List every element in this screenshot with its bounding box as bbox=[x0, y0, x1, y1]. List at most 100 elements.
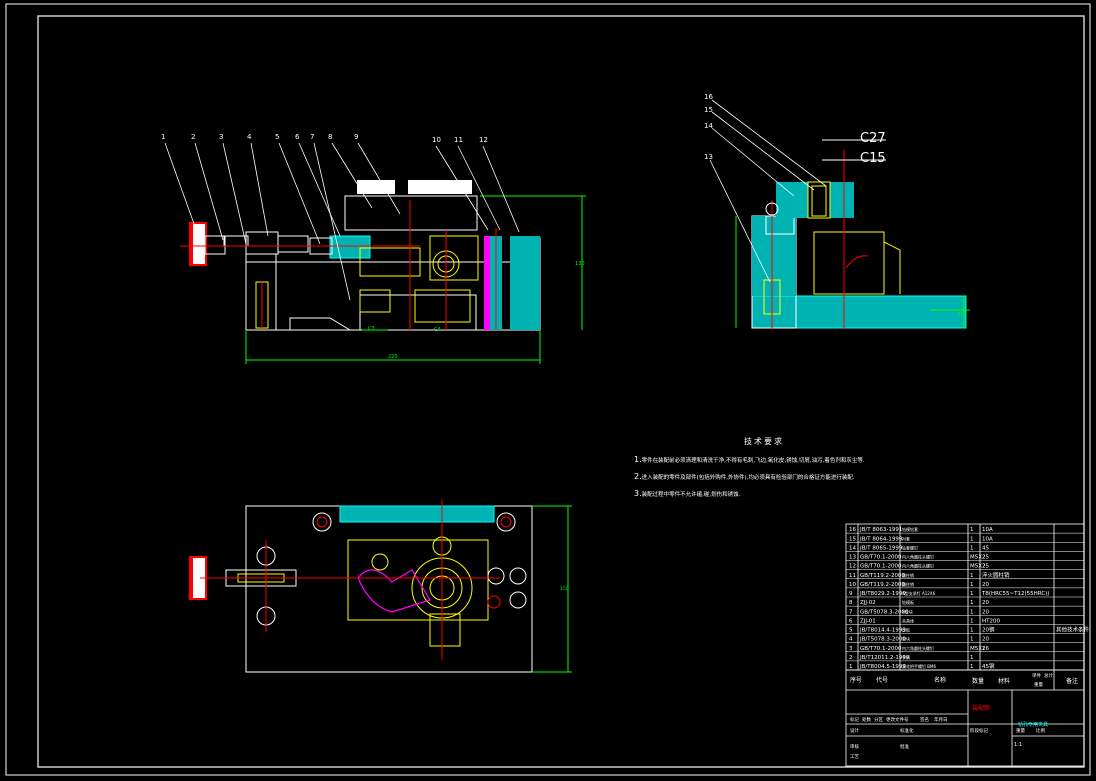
bom-cell-code: GB/T70.1-2000 bbox=[860, 564, 902, 570]
bom-cell-code: JB/T 8065-1999 bbox=[859, 545, 903, 551]
tb-label-7: 标准化 bbox=[900, 727, 914, 734]
bom-cell-name: 夹具体 bbox=[902, 617, 914, 623]
side-dim-right: 25 bbox=[958, 312, 964, 318]
tb-label-4: 签名 bbox=[920, 716, 929, 723]
bom-cell-code: GB/T70.1-2000 bbox=[860, 646, 902, 652]
bom-cell-name: 钻模板 bbox=[902, 599, 914, 605]
tech-requirements-title: 技术要求 bbox=[744, 437, 784, 446]
bom-cell-mat: 20 bbox=[982, 600, 989, 606]
bom-cell-name: 钻模钻套 bbox=[902, 526, 918, 532]
tb-label-2: 分区 bbox=[874, 716, 883, 723]
bom-header-code: 代号 bbox=[876, 676, 888, 684]
bom-cell-no: 6 bbox=[849, 618, 853, 624]
bom-cell-name: 滚花把手螺钉 BM6 bbox=[902, 663, 936, 669]
tb-label-9: 重量 bbox=[1016, 727, 1025, 734]
tech-requirement-3: 3.装配过程中零件不允许磕,碰,划伤和锈蚀. bbox=[634, 489, 934, 498]
bom-cell-no: 14 bbox=[849, 545, 856, 551]
leader-2: 2 bbox=[191, 133, 195, 141]
inner-frame bbox=[37, 15, 1085, 768]
company-name: 钻孔专用夹具 bbox=[1018, 721, 1048, 728]
bom-cell-qty: 1 bbox=[970, 637, 974, 643]
bom-cell-name: A型支承钉 A12X6 bbox=[902, 590, 936, 596]
tb-label-10: 比例 bbox=[1036, 727, 1045, 734]
tb-label-5: 年月日 bbox=[934, 716, 948, 723]
tech-req-num-1: 1. bbox=[634, 455, 642, 464]
leader-7: 7 bbox=[310, 133, 314, 141]
bom-cell-name: 压板 bbox=[902, 627, 910, 633]
scale-value: 1:1 bbox=[1014, 742, 1022, 748]
bom-cell-name: 内六角圆柱头螺钉 bbox=[902, 563, 934, 569]
front-dim-height: 130 bbox=[575, 261, 585, 267]
bom-cell-no: 9 bbox=[849, 591, 853, 597]
bom-cell-mat: 2 bbox=[982, 555, 986, 561]
bom-cell-mat: 2 bbox=[982, 646, 986, 652]
leader-4: 4 bbox=[247, 133, 252, 141]
bom-cell-note: 其他技术条件 bbox=[1056, 626, 1090, 634]
bom-cell-name: 圆柱销 bbox=[902, 581, 914, 587]
front-dim-c2: C4 bbox=[434, 327, 441, 333]
bom-cell-code: JB/T8014.4-1999 bbox=[859, 628, 906, 634]
leader-13: 13 bbox=[704, 153, 713, 161]
bom-cell-no: 3 bbox=[849, 646, 853, 652]
bom-cell-code: JB/T12011.2-1999 bbox=[859, 655, 910, 661]
bom-cell-mat: T8(HRC55~T12(55HRC)) bbox=[981, 591, 1049, 597]
front-leaders bbox=[164, 142, 520, 301]
leader-5: 5 bbox=[275, 133, 279, 141]
tech-req-text-1: 零件在装配前必须清理和清洗干净,不得有毛刺,飞边,氧化皮,锈蚀,切屑,油污,着色… bbox=[641, 458, 865, 464]
bom-cell-code: ZJJ-02 bbox=[860, 600, 876, 606]
bom-cell-mat: 淬火圆柱销 bbox=[982, 571, 1010, 579]
bom-cell-no: 12 bbox=[849, 564, 856, 570]
tech-requirement-1: 1.零件在装配前必须清理和清洗干净,不得有毛刺,飞边,氧化皮,锈蚀,切屑,油污,… bbox=[634, 455, 934, 464]
front-dim-width: 220 bbox=[388, 354, 398, 360]
tb-label-6: 设计 bbox=[850, 727, 859, 734]
bom-cell-code: JB/T8029.2-1999 bbox=[859, 591, 906, 597]
bom-cell-qty: 1 bbox=[970, 618, 974, 624]
front-dim-c1: C3 bbox=[368, 326, 375, 332]
outer-frame bbox=[5, 3, 1091, 776]
bom-cell-name: 衬套 bbox=[902, 535, 910, 541]
bom-cell-no: 7 bbox=[849, 609, 853, 615]
leader-6: 6 bbox=[295, 133, 300, 141]
bom-cell-qty: 1 bbox=[970, 628, 974, 634]
bom-cell-qty: 1 bbox=[970, 545, 974, 551]
bom-cell-mat: 10A bbox=[982, 527, 993, 533]
bom-cell-mat: 20钢 bbox=[982, 626, 995, 634]
bom-cell-mat: HT200 bbox=[982, 618, 1000, 624]
bom-header-total: 总计 bbox=[1044, 672, 1053, 679]
bom-cell-qty: M5X25 bbox=[970, 555, 990, 561]
bom-cell-no: 5 bbox=[849, 628, 853, 634]
bom-cell-no: 10 bbox=[849, 582, 856, 588]
tb-label-13: 批准 bbox=[900, 743, 909, 750]
leader-11: 11 bbox=[454, 136, 463, 144]
bom-cell-mat: 20 bbox=[982, 637, 989, 643]
tech-requirement-2: 2.进入装配的零件及部件(包括外购件,外协件),均必须具有检验部门的合格证方能进… bbox=[634, 472, 934, 481]
tb-label-8: 阶段标记 bbox=[970, 727, 988, 734]
bom-header-qty: 数量 bbox=[972, 677, 984, 685]
bom-cell-mat: 10A bbox=[982, 536, 993, 542]
bom-cell-qty: M5X16 bbox=[970, 646, 990, 652]
tb-label-11: 审核 bbox=[850, 743, 859, 750]
bom-cell-code: GB/T5078.3-2000 bbox=[860, 609, 909, 615]
side-leader-labels: 16 15 14 13 bbox=[704, 93, 713, 161]
leader-1: 1 bbox=[161, 133, 165, 141]
bom-cell-name: 内六角圆柱头螺钉 bbox=[902, 645, 934, 651]
bom-cell-no: 13 bbox=[849, 555, 856, 561]
bom-cell-code: JB/T 8063-1991 bbox=[859, 527, 902, 533]
bom-cell-mat: 45 bbox=[982, 545, 989, 551]
bom-cell-no: 4 bbox=[849, 637, 853, 643]
tech-req-text-3: 装配过程中零件不允许磕,碰,划伤和锈蚀. bbox=[641, 492, 741, 498]
bom-cell-code: GB/T119.2-2000 bbox=[860, 573, 905, 579]
tb-label-12: 工艺 bbox=[850, 754, 859, 760]
bom-header-single: 单件 bbox=[1032, 672, 1041, 679]
front-leader-labels: 1 2 3 4 5 6 7 8 9 10 11 12 bbox=[161, 133, 488, 144]
tech-requirements: 技术要求 1.零件在装配前必须清理和清洗干净,不得有毛刺,飞边,氧化皮,锈蚀,切… bbox=[634, 436, 934, 498]
tb-label-3: 更改文件号 bbox=[886, 716, 909, 723]
bom-cell-qty: 1 bbox=[970, 655, 974, 661]
title-block bbox=[845, 669, 1085, 767]
bom-cell-code: JB/T5078.3-2000 bbox=[859, 637, 906, 643]
bom-cell-name: 圆柱销 bbox=[902, 572, 914, 578]
bom-cell-qty: 1 bbox=[970, 527, 974, 533]
tb-label-0: 标记 bbox=[850, 716, 859, 723]
bom-header-weight: 重量 bbox=[1034, 681, 1043, 688]
